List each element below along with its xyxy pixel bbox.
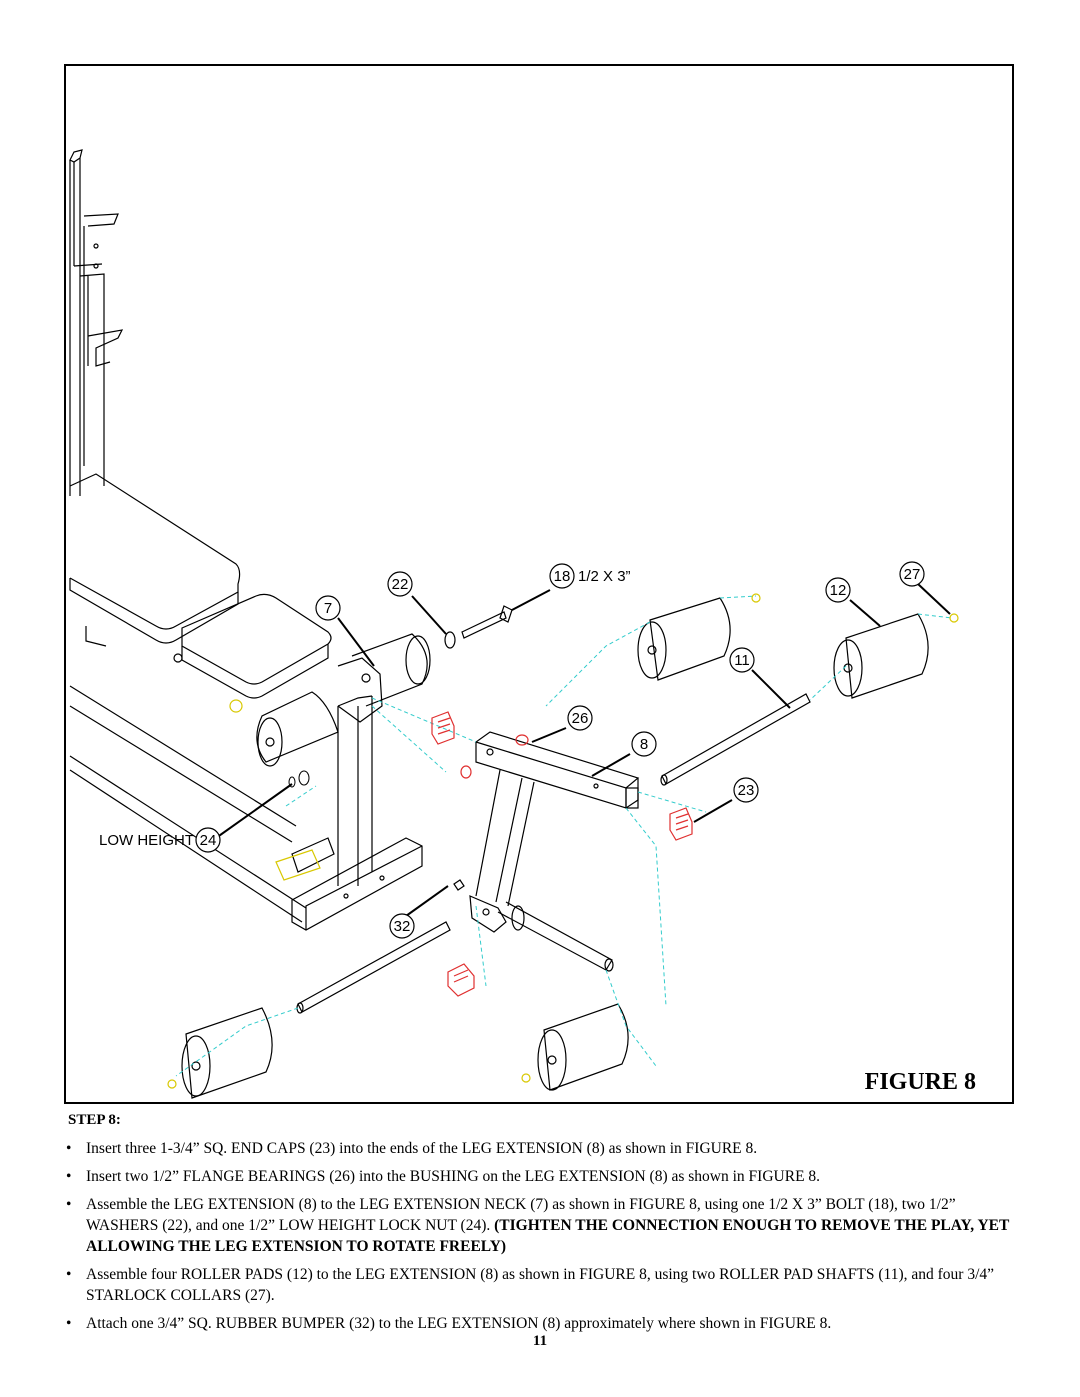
callout-12: 12 bbox=[830, 582, 847, 599]
instruction-item: • Insert three 1-3/4” SQ. END CAPS (23) … bbox=[66, 1138, 1026, 1159]
callout-26: 26 bbox=[572, 710, 589, 727]
callout-23: 23 bbox=[738, 782, 755, 799]
instruction-text: Assemble the LEG EXTENSION (8) to the LE… bbox=[86, 1196, 956, 1234]
callout-circle-26 bbox=[567, 705, 593, 731]
callout-32: 32 bbox=[394, 918, 411, 935]
lower-right-rollers bbox=[537, 1003, 629, 1091]
leg-extension-neck bbox=[291, 657, 423, 931]
assembly-diagram: 22 7 18 12 27 11 26 8 23 24 32 1/2 X 3” … bbox=[69, 149, 959, 1099]
rack-upright bbox=[69, 149, 124, 496]
seat-pad bbox=[173, 593, 332, 699]
callout-circle-18 bbox=[549, 563, 575, 589]
callout-18-spec: 1/2 X 3” bbox=[578, 568, 631, 585]
instruction-item: • Insert two 1/2” FLANGE BEARINGS (26) i… bbox=[66, 1166, 1026, 1187]
lower-left-rollers bbox=[181, 921, 451, 1099]
instruction-list: • Insert three 1-3/4” SQ. END CAPS (23) … bbox=[66, 1138, 1026, 1341]
step-heading: STEP 8: bbox=[68, 1112, 121, 1128]
callout-circle-24 bbox=[195, 827, 221, 853]
bench-back-pad bbox=[69, 473, 241, 647]
callout-circle-12 bbox=[825, 577, 851, 603]
figure-frame: 22 7 18 12 27 11 26 8 23 24 32 1/2 X 3” … bbox=[64, 64, 1014, 1104]
page-number: 11 bbox=[532, 1333, 548, 1349]
rubber-bumper bbox=[453, 879, 465, 891]
bullet-icon: • bbox=[66, 1266, 72, 1283]
instruction-item: • Assemble the LEG EXTENSION (8) to the … bbox=[66, 1194, 1026, 1257]
callout-8: 8 bbox=[640, 736, 648, 753]
instruction-text: Insert three 1-3/4” SQ. END CAPS (23) in… bbox=[86, 1140, 758, 1157]
assembly-guides bbox=[175, 595, 953, 1077]
washers-and-nut bbox=[288, 770, 310, 788]
callout-circle-11 bbox=[729, 647, 755, 673]
leg-extension-tube bbox=[469, 731, 640, 972]
instruction-text: Assemble four ROLLER PADS (12) to the LE… bbox=[86, 1266, 995, 1304]
instruction-text: Insert two 1/2” FLANGE BEARINGS (26) int… bbox=[86, 1168, 821, 1185]
low-height-label: LOW HEIGHT bbox=[99, 832, 194, 849]
bullet-icon: • bbox=[66, 1168, 72, 1185]
starlock-collars bbox=[167, 593, 959, 1089]
upper-right-rollers bbox=[637, 597, 929, 786]
upper-left-rollers bbox=[256, 633, 431, 767]
bolt-and-washer bbox=[444, 605, 513, 649]
callout-leaders bbox=[215, 583, 951, 917]
bullet-icon: • bbox=[66, 1140, 72, 1157]
callout-circle-22 bbox=[387, 571, 413, 597]
instruction-item: • Attach one 3/4” SQ. RUBBER BUMPER (32)… bbox=[66, 1313, 1026, 1334]
callout-24: 24 bbox=[200, 832, 217, 849]
callout-circle-8 bbox=[631, 731, 657, 757]
instruction-bold-text: (TIGHTEN THE CONNECTION ENOUGH TO REMOVE… bbox=[86, 1217, 1010, 1255]
callout-18: 18 bbox=[554, 568, 571, 585]
callout-circle-32 bbox=[389, 913, 415, 939]
callout-7: 7 bbox=[324, 600, 332, 617]
instruction-text: Attach one 3/4” SQ. RUBBER BUMPER (32) t… bbox=[86, 1315, 832, 1332]
callout-11: 11 bbox=[734, 652, 750, 669]
bench-frame bbox=[69, 685, 307, 923]
instruction-item: • Assemble four ROLLER PADS (12) to the … bbox=[66, 1264, 1026, 1306]
callout-circle-7 bbox=[315, 595, 341, 621]
callout-22: 22 bbox=[392, 576, 409, 593]
bullet-icon: • bbox=[66, 1196, 72, 1213]
callout-27: 27 bbox=[904, 566, 921, 583]
figure-title: FIGURE 8 bbox=[864, 1069, 976, 1095]
end-caps bbox=[431, 711, 693, 997]
callout-circle-27 bbox=[899, 561, 925, 587]
callout-circle-23 bbox=[733, 777, 759, 803]
bullet-icon: • bbox=[66, 1315, 72, 1332]
